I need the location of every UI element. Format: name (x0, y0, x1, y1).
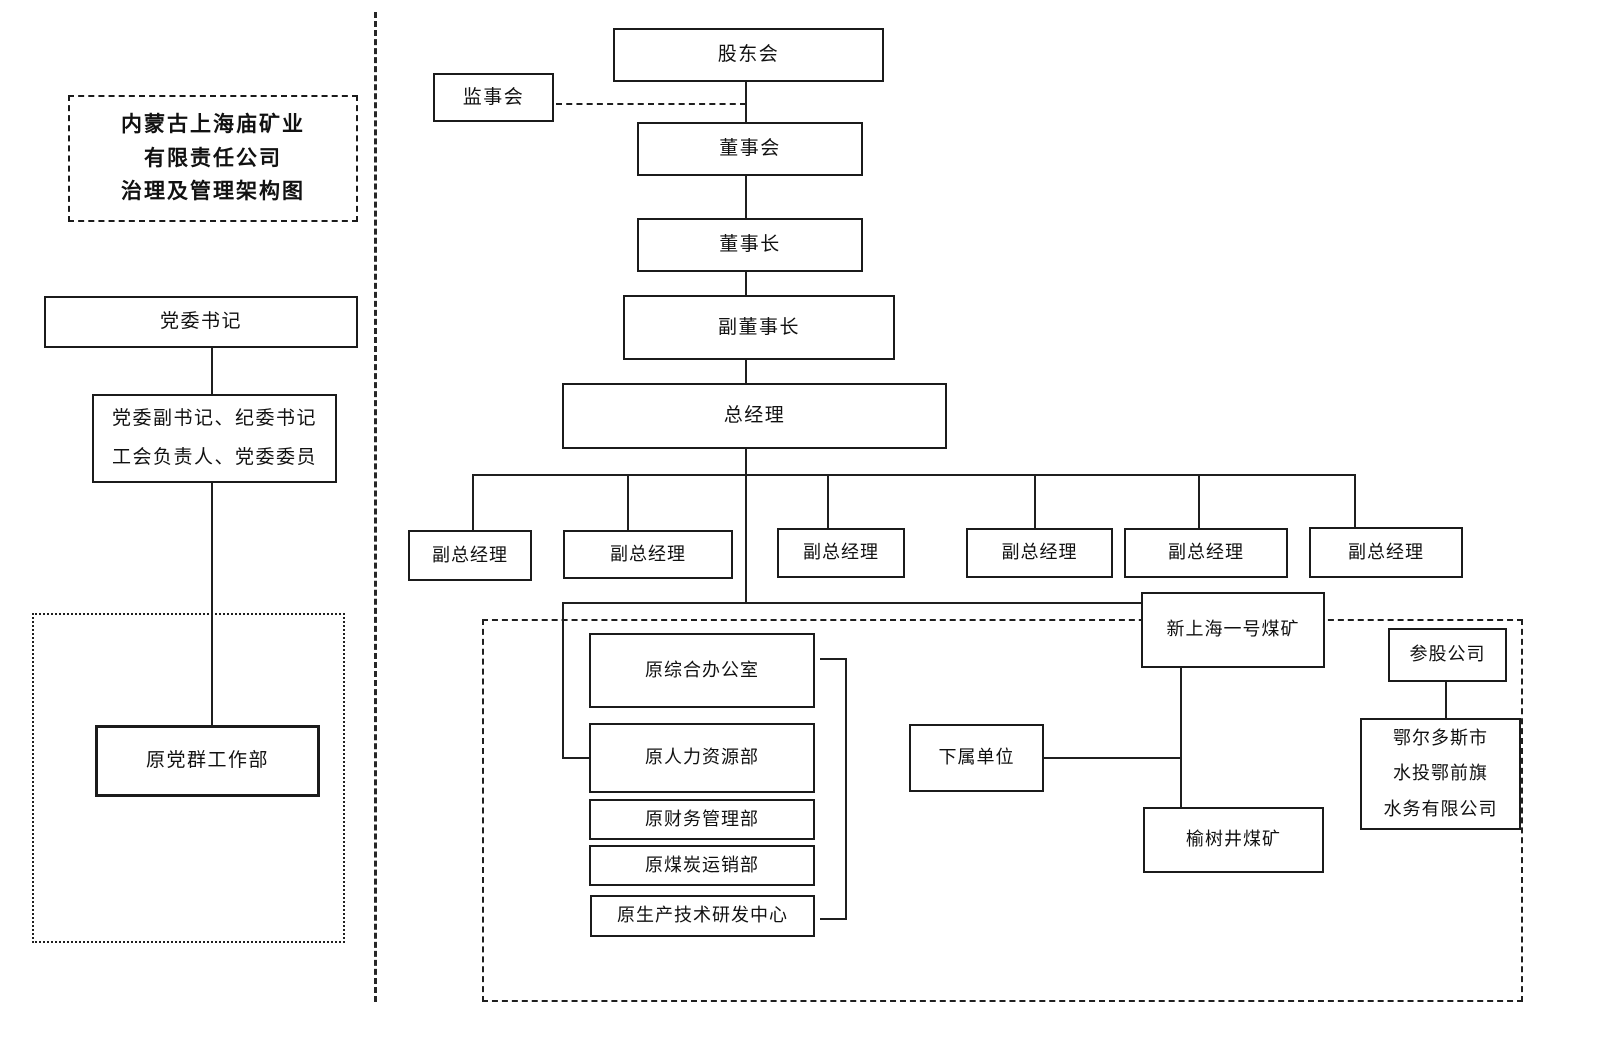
box-former-hr-dept: 原人力资源部 (589, 723, 815, 793)
connector-line (745, 272, 747, 295)
connector-line (1044, 757, 1181, 759)
box-deputy-gm-3: 副总经理 (777, 528, 905, 578)
box-vice-chairman: 副董事长 (623, 295, 895, 360)
box-deputy-gm-1: 副总经理 (408, 530, 532, 581)
connector-line (627, 474, 629, 530)
box-subordinate-units: 下属单位 (909, 724, 1044, 792)
connector-line (827, 474, 829, 528)
party-group-frame (32, 613, 345, 943)
box-yushujing-mine: 榆树井煤矿 (1143, 807, 1324, 873)
supervisory-dashed-connector (556, 103, 746, 105)
box-xin-shanghai-no1-mine: 新上海一号煤矿 (1141, 592, 1325, 668)
box-former-general-office: 原综合办公室 (589, 633, 815, 708)
box-former-coal-sales-dept: 原煤炭运销部 (589, 845, 815, 886)
connector-line (562, 602, 564, 758)
box-party-secretary: 党委书记 (44, 296, 358, 348)
box-deputy-gm-2: 副总经理 (563, 530, 733, 579)
section-divider-line (374, 12, 377, 1002)
box-former-tech-rd-center: 原生产技术研发中心 (590, 895, 815, 937)
restructure-frame (482, 619, 1523, 1002)
connector-line (1354, 474, 1356, 527)
distributor-line (472, 474, 1356, 476)
bracket-line (845, 658, 847, 920)
box-former-party-mass-dept: 原党群工作部 (95, 725, 320, 797)
box-deputy-gm-4: 副总经理 (966, 528, 1113, 578)
box-shareholders-meeting: 股东会 (613, 28, 884, 82)
connector-line (562, 757, 590, 759)
connector-line (211, 348, 213, 394)
box-equity-company: 参股公司 (1388, 628, 1507, 682)
connector-line (1034, 474, 1036, 528)
box-deputy-gm-5: 副总经理 (1124, 528, 1288, 578)
connector-line (745, 449, 747, 603)
box-party-committee: 党委副书记、纪委书记 工会负责人、党委委员 (92, 394, 337, 483)
box-general-manager: 总经理 (562, 383, 947, 449)
connector-line (1180, 668, 1182, 807)
chart-title: 内蒙古上海庙矿业 有限责任公司 治理及管理架构图 (68, 95, 358, 222)
box-former-finance-dept: 原财务管理部 (589, 799, 815, 840)
bracket-line (820, 918, 847, 920)
connector-line (472, 474, 474, 530)
connector-line (1445, 682, 1447, 718)
box-water-company: 鄂尔多斯市 水投鄂前旗 水务有限公司 (1360, 718, 1521, 830)
box-deputy-gm-6: 副总经理 (1309, 527, 1463, 578)
bracket-line (820, 658, 847, 660)
connector-line (211, 483, 213, 725)
branch-line (562, 602, 1142, 604)
connector-line (745, 82, 747, 122)
box-supervisory-board: 监事会 (433, 73, 554, 122)
connector-line (1198, 474, 1200, 528)
connector-line (745, 360, 747, 383)
connector-line (745, 176, 747, 218)
box-chairman: 董事长 (637, 218, 863, 272)
box-board-of-directors: 董事会 (637, 122, 863, 176)
